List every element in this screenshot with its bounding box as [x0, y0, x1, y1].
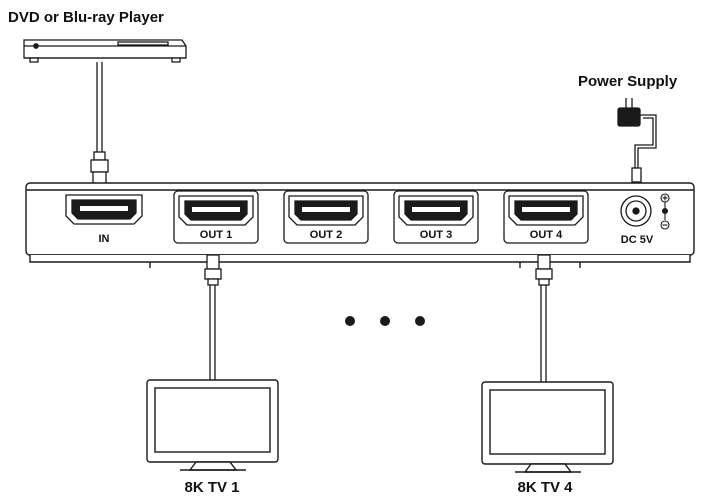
out2-port-label: OUT 2: [310, 229, 342, 241]
ellipsis-dots: [345, 316, 425, 326]
power-adapter-icon: [617, 98, 657, 183]
hdmi-in-port: [65, 194, 143, 225]
polarity-icon: [660, 193, 670, 230]
blu-ray-player-icon: [23, 39, 187, 63]
hdmi-out-port-4: [503, 190, 589, 244]
out4-port-label: OUT 4: [530, 229, 563, 241]
dc-port-label: DC 5V: [621, 234, 654, 246]
tv-icon-4: [481, 381, 614, 473]
out3-port-label: OUT 3: [420, 229, 452, 241]
hdmi-out-port-1: [173, 190, 259, 244]
hdmi-out-port-3: [393, 190, 479, 244]
hdmi-out-port-2: [283, 190, 369, 244]
in-port-label: IN: [99, 233, 110, 245]
out1-port-label: OUT 1: [200, 229, 232, 241]
tv4-label: 8K TV 4: [517, 479, 573, 496]
hdmi-cable-out1: [204, 254, 222, 380]
tv1-label: 8K TV 1: [184, 479, 239, 496]
power-supply-label: Power Supply: [578, 73, 678, 90]
hdmi-cable-out4: [535, 254, 553, 382]
tv-icon-1: [146, 379, 279, 471]
dc-jack-icon: [620, 195, 652, 227]
source-device-label: DVD or Blu-ray Player: [8, 9, 164, 26]
hdmi-cable-input: [90, 62, 109, 187]
